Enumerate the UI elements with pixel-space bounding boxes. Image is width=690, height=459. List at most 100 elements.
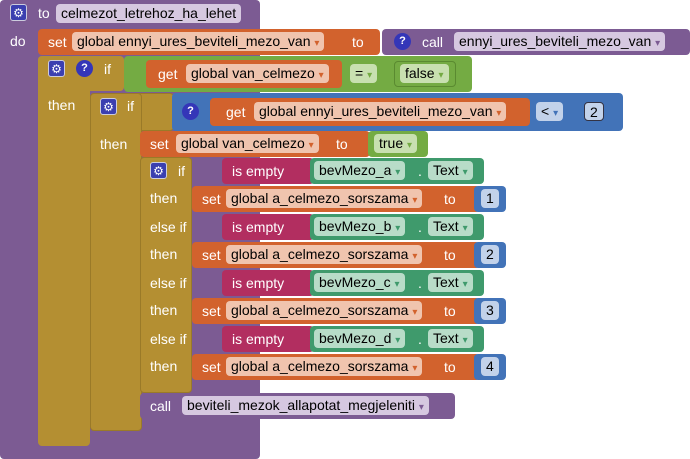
help-icon[interactable]: ? bbox=[76, 60, 93, 77]
to-label: to bbox=[444, 247, 456, 263]
variable-name: global a_celmezo_sorszama bbox=[231, 246, 409, 262]
chevron-down-icon: ▾ bbox=[418, 402, 424, 413]
boolean-dropdown[interactable]: true ▾ bbox=[374, 134, 418, 153]
chevron-down-icon: ▾ bbox=[462, 335, 468, 346]
component-name: bevMezo_a bbox=[319, 162, 392, 178]
to-label: to bbox=[336, 136, 348, 152]
help-icon[interactable]: ? bbox=[182, 103, 199, 120]
component-dropdown[interactable]: bevMezo_c ▾ bbox=[314, 273, 405, 292]
variable-dropdown[interactable]: global van_celmezo ▾ bbox=[176, 134, 319, 153]
chevron-down-icon: ▾ bbox=[308, 140, 314, 151]
to-label: to bbox=[38, 5, 50, 21]
component-name: bevMezo_c bbox=[319, 274, 391, 290]
procedure-dropdown[interactable]: beviteli_mezok_allapotat_megjeleniti ▾ bbox=[182, 396, 429, 415]
number-value[interactable]: 4 bbox=[481, 357, 499, 376]
number-value[interactable]: 3 bbox=[481, 301, 499, 320]
to-label: to bbox=[352, 34, 364, 50]
operator-dropdown[interactable]: = ▾ bbox=[350, 64, 378, 83]
help-icon[interactable]: ? bbox=[394, 33, 411, 50]
chevron-down-icon: ▾ bbox=[412, 195, 418, 206]
gear-icon[interactable]: ⚙ bbox=[100, 98, 117, 115]
is-empty-label: is empty bbox=[232, 275, 285, 291]
if-elseif-block[interactable] bbox=[140, 157, 192, 393]
variable-dropdown[interactable]: global van_celmezo ▾ bbox=[186, 64, 329, 83]
dot-label: . bbox=[418, 163, 422, 179]
chevron-down-icon: ▾ bbox=[367, 70, 373, 81]
variable-dropdown[interactable]: global ennyi_ures_beviteli_mezo_van ▾ bbox=[254, 102, 507, 121]
to-label: to bbox=[444, 191, 456, 207]
then-label: then bbox=[100, 136, 128, 152]
procedure-name: beviteli_mezok_allapotat_megjeleniti bbox=[187, 397, 416, 413]
boolean-dropdown[interactable]: false ▾ bbox=[400, 64, 449, 83]
number-value[interactable]: 2 bbox=[584, 102, 604, 121]
set-label: set bbox=[202, 303, 221, 319]
component-name: bevMezo_d bbox=[319, 330, 392, 346]
then-label: then bbox=[48, 97, 76, 113]
chevron-down-icon: ▾ bbox=[412, 363, 418, 374]
component-dropdown[interactable]: bevMezo_b ▾ bbox=[314, 217, 406, 236]
call-label: call bbox=[422, 34, 444, 50]
to-label: to bbox=[444, 359, 456, 375]
chevron-down-icon: ▾ bbox=[314, 38, 320, 49]
set-label: set bbox=[202, 191, 221, 207]
else-if-label: else if bbox=[150, 275, 187, 291]
then-label: then bbox=[150, 190, 178, 206]
get-label: get bbox=[158, 66, 178, 82]
chevron-down-icon: ▾ bbox=[395, 167, 401, 178]
if-label: if bbox=[178, 163, 185, 179]
variable-dropdown[interactable]: global a_celmezo_sorszama ▾ bbox=[226, 245, 423, 264]
chevron-down-icon: ▾ bbox=[318, 70, 324, 81]
chevron-down-icon: ▾ bbox=[462, 279, 468, 290]
number-value[interactable]: 1 bbox=[481, 189, 499, 208]
boolean-value: true bbox=[379, 135, 404, 151]
variable-name: global ennyi_ures_beviteli_mezo_van bbox=[259, 103, 493, 119]
chevron-down-icon: ▾ bbox=[496, 108, 502, 119]
variable-dropdown[interactable]: global a_celmezo_sorszama ▾ bbox=[226, 301, 423, 320]
is-empty-block[interactable] bbox=[222, 214, 314, 240]
variable-name: global a_celmezo_sorszama bbox=[231, 358, 409, 374]
variable-dropdown[interactable]: global a_celmezo_sorszama ▾ bbox=[226, 357, 423, 376]
if-label: if bbox=[127, 98, 134, 114]
dot-label: . bbox=[418, 331, 422, 347]
component-dropdown[interactable]: bevMezo_a ▾ bbox=[314, 161, 406, 180]
call-label: call bbox=[150, 398, 172, 414]
then-label: then bbox=[150, 246, 178, 262]
procedure-name-field[interactable]: celmezot_letrehoz_ha_lehet bbox=[56, 4, 242, 23]
gear-icon[interactable]: ⚙ bbox=[48, 60, 65, 77]
chevron-down-icon: ▾ bbox=[395, 223, 401, 234]
variable-name: global a_celmezo_sorszama bbox=[231, 190, 409, 206]
variable-name: global ennyi_ures_beviteli_mezo_van bbox=[77, 33, 311, 49]
component-name: bevMezo_b bbox=[319, 218, 392, 234]
property-name: Text bbox=[433, 330, 459, 346]
chevron-down-icon: ▾ bbox=[655, 38, 661, 49]
number-value[interactable]: 2 bbox=[481, 245, 499, 264]
variable-dropdown[interactable]: global a_celmezo_sorszama ▾ bbox=[226, 189, 423, 208]
is-empty-block[interactable] bbox=[222, 326, 314, 352]
gear-icon[interactable]: ⚙ bbox=[10, 4, 27, 21]
variable-dropdown[interactable]: global ennyi_ures_beviteli_mezo_van ▾ bbox=[72, 32, 325, 51]
gear-icon[interactable]: ⚙ bbox=[150, 162, 167, 179]
chevron-down-icon: ▾ bbox=[412, 307, 418, 318]
is-empty-block[interactable] bbox=[222, 158, 314, 184]
procedure-dropdown[interactable]: ennyi_ures_beviteli_mezo_van ▾ bbox=[454, 32, 666, 51]
property-name: Text bbox=[433, 162, 459, 178]
chevron-down-icon: ▾ bbox=[462, 167, 468, 178]
else-if-label: else if bbox=[150, 219, 187, 235]
if-block-outer-arm bbox=[38, 56, 90, 446]
boolean-value: false bbox=[405, 65, 435, 81]
operator-dropdown[interactable]: < ▾ bbox=[536, 102, 564, 121]
chevron-down-icon: ▾ bbox=[412, 251, 418, 262]
is-empty-label: is empty bbox=[232, 163, 285, 179]
set-label: set bbox=[202, 247, 221, 263]
get-label: get bbox=[226, 104, 246, 120]
is-empty-block[interactable] bbox=[222, 270, 314, 296]
to-label: to bbox=[444, 303, 456, 319]
property-dropdown[interactable]: Text ▾ bbox=[428, 273, 473, 292]
if-label: if bbox=[104, 61, 111, 77]
property-dropdown[interactable]: Text ▾ bbox=[428, 217, 473, 236]
component-dropdown[interactable]: bevMezo_d ▾ bbox=[314, 329, 406, 348]
property-dropdown[interactable]: Text ▾ bbox=[428, 329, 473, 348]
dot-label: . bbox=[418, 275, 422, 291]
property-dropdown[interactable]: Text ▾ bbox=[428, 161, 473, 180]
chevron-down-icon: ▾ bbox=[462, 223, 468, 234]
